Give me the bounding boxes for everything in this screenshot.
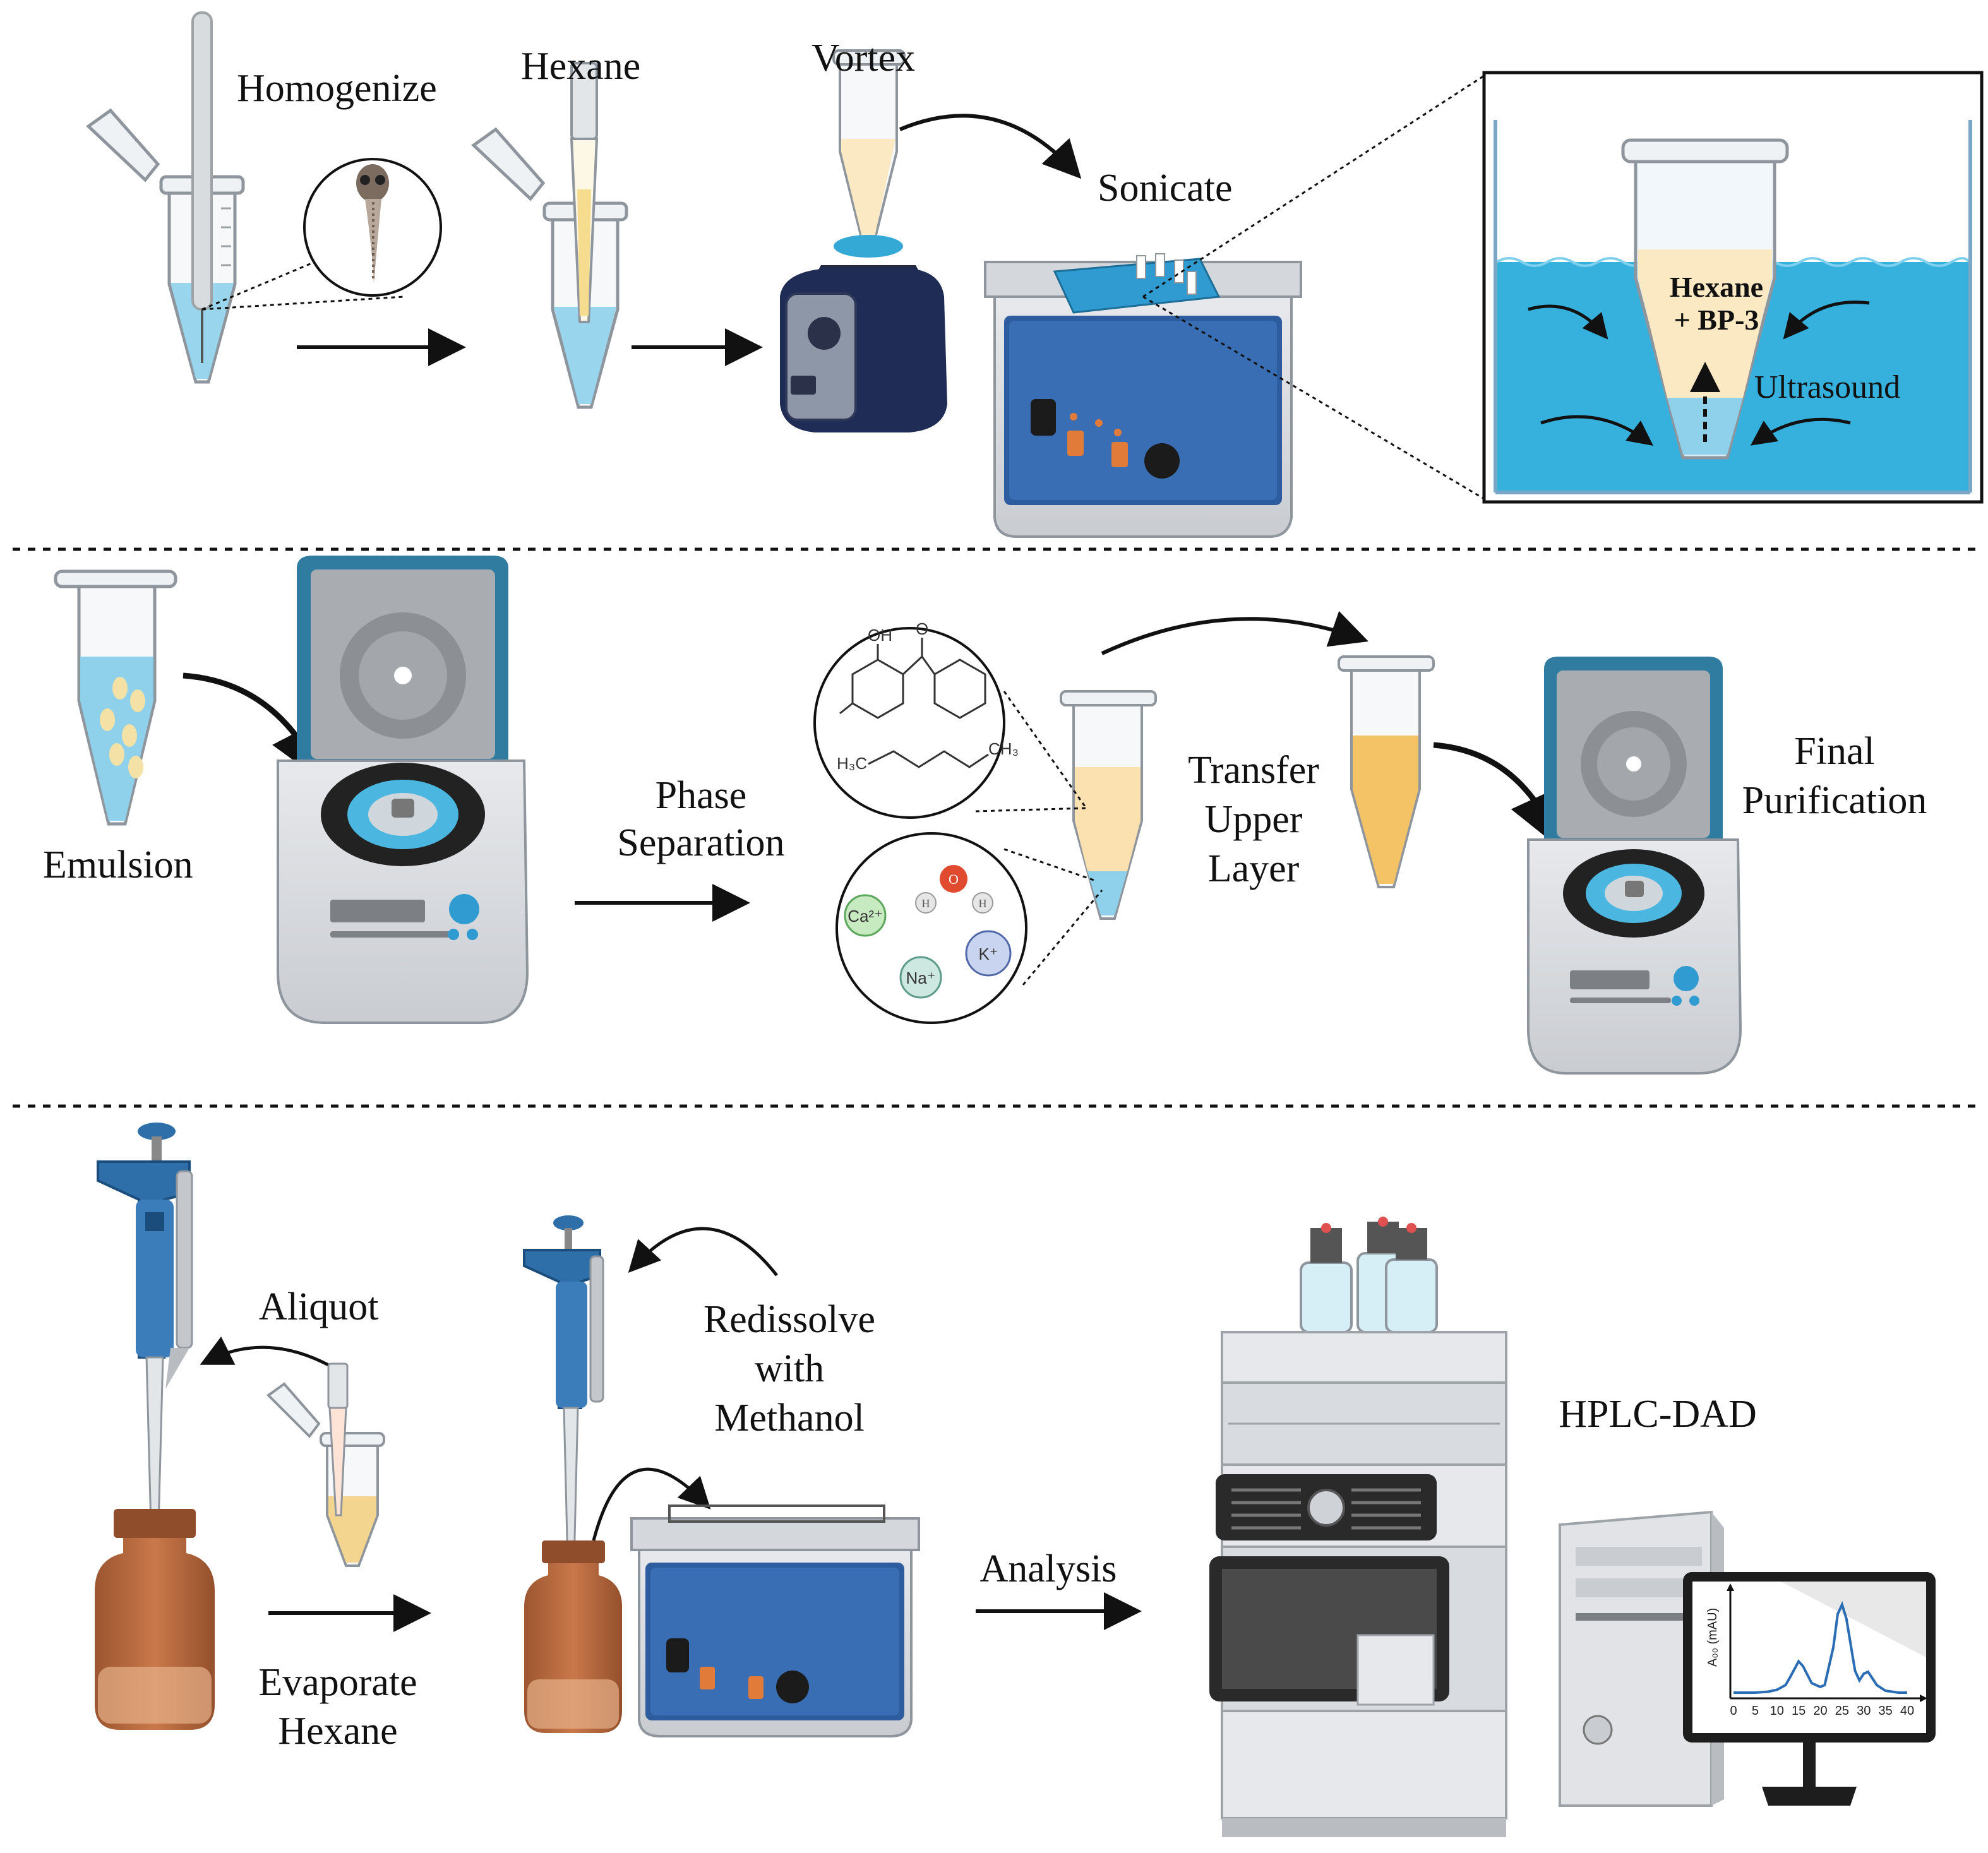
sonicator-knob-left <box>1031 399 1056 436</box>
upper-layer-tube <box>1338 655 1435 888</box>
chart-x-tick-7: 35 <box>1878 1704 1892 1718</box>
chart-tick-labels: 0 5 10 15 20 25 30 35 40 <box>1730 1704 1914 1718</box>
label-sonicate: Sonicate <box>1098 167 1233 210</box>
label-homogenize: Homogenize <box>237 67 437 110</box>
chart-x-tick-8: 40 <box>1900 1704 1914 1718</box>
arrow-aliquot <box>200 1336 330 1367</box>
separated-tube <box>1060 690 1157 920</box>
arrow-emulsion-to-centrifuge <box>183 672 324 782</box>
organic-phase-molecules: OH O H₃C CH₃ <box>813 619 1019 819</box>
chart-y-label: A₀₀ (mAU) <box>1706 1608 1720 1667</box>
label-final-line1: Final <box>1794 730 1874 773</box>
homogenizer-probe <box>191 11 213 311</box>
mol-h3c-label: H₃C <box>837 754 867 773</box>
mol-ch3-label: CH₃ <box>988 739 1019 758</box>
label-final-line2: Purification <box>1742 779 1927 822</box>
label-analysis: Analysis <box>980 1547 1117 1590</box>
emulsion-tube <box>54 569 177 826</box>
row-2: Emulsion Phase Separation <box>43 556 1927 1075</box>
label-hexane: Hexane <box>521 45 640 88</box>
label-transfer-line1: Transfer <box>1188 749 1319 792</box>
label-phase-line2: Separation <box>617 821 784 864</box>
pipette-1 <box>97 1123 193 1599</box>
sonicator-knob-right <box>1144 443 1180 479</box>
label-transfer-line2: Upper <box>1205 798 1303 841</box>
vortex-mixer <box>780 49 947 432</box>
chart-x-tick-5: 25 <box>1835 1704 1849 1718</box>
centrifuge-2 <box>1527 657 1742 1075</box>
chart-x-tick-2: 10 <box>1770 1704 1784 1718</box>
water-o-label: O <box>949 871 959 887</box>
chart-x-tick-0: 0 <box>1730 1704 1737 1718</box>
inset-label-hexane: Hexane <box>1670 271 1763 303</box>
inset-label-bp3: + BP-3 <box>1674 304 1759 336</box>
amber-vial-1 <box>95 1509 215 1730</box>
label-phase-line1: Phase <box>656 774 747 817</box>
label-redissolve-line3: Methanol <box>714 1397 865 1439</box>
water-h2-label: H <box>979 897 987 910</box>
label-hplc: HPLC-DAD <box>1559 1393 1756 1436</box>
aliquot-tube <box>266 1362 385 1567</box>
sonicator-bath <box>984 253 1302 538</box>
arrow-to-final-purification <box>1433 742 1563 849</box>
label-redissolve-line2: with <box>755 1347 824 1390</box>
arrow-to-sonicator-2 <box>592 1467 711 1541</box>
row-1: Homogenize Hexane <box>86 11 1984 538</box>
monitor: A₀₀ (mAU) 0 5 10 15 20 25 30 35 40 <box>1683 1572 1936 1806</box>
hplc-instrument <box>1209 1217 1507 1837</box>
chart-x-tick-4: 20 <box>1813 1704 1827 1718</box>
chart-x-tick-3: 15 <box>1792 1704 1805 1718</box>
row-3: Aliquot Evaporate Hexane Rediss <box>95 1123 1936 1837</box>
homogenizer-tube <box>86 11 245 384</box>
zebrafish-larva-inset <box>201 158 442 311</box>
arrow-transfer <box>1101 611 1368 655</box>
chart-x-tick-6: 30 <box>1857 1704 1871 1718</box>
chromatogram-chart: A₀₀ (mAU) 0 5 10 15 20 25 30 35 40 <box>1706 1583 1927 1718</box>
label-transfer-line3: Layer <box>1208 847 1300 890</box>
centrifuge-1 <box>277 556 529 1024</box>
arrow-vortex-to-sonicate <box>899 114 1082 179</box>
label-emulsion: Emulsion <box>43 843 193 886</box>
ion-na-label: Na⁺ <box>906 968 936 987</box>
water-h1-label: H <box>922 897 930 910</box>
ultrasound-inset: Hexane + BP-3 Ultrasound <box>1482 71 1984 504</box>
mol-o-label: O <box>916 619 928 638</box>
pipette-2 <box>523 1215 604 1618</box>
pipette-tip <box>570 62 599 323</box>
arrow-redissolve-to-pipette <box>628 1227 778 1277</box>
label-aliquot: Aliquot <box>259 1285 378 1328</box>
ion-k-label: K⁺ <box>978 944 998 963</box>
label-vortex: Vortex <box>811 37 915 80</box>
hexane-tube <box>471 62 628 409</box>
inset-label-ultrasound: Ultrasound <box>1754 369 1900 405</box>
amber-vial-2 <box>524 1540 622 1733</box>
mol-oh-label: OH <box>868 626 892 645</box>
label-redissolve-line1: Redissolve <box>704 1298 875 1341</box>
solvent-bottles <box>1300 1217 1438 1333</box>
sonicator-bath-2 <box>630 1504 920 1737</box>
aqueous-phase-ions: Ca²⁺ K⁺ Na⁺ O H H <box>835 832 1027 1024</box>
label-evaporate-line1: Evaporate <box>258 1661 417 1704</box>
chart-series-line <box>1734 1600 1907 1694</box>
ion-ca-label: Ca²⁺ <box>847 907 883 926</box>
chart-x-tick-1: 5 <box>1752 1704 1759 1718</box>
label-evaporate-line2: Hexane <box>278 1710 397 1753</box>
